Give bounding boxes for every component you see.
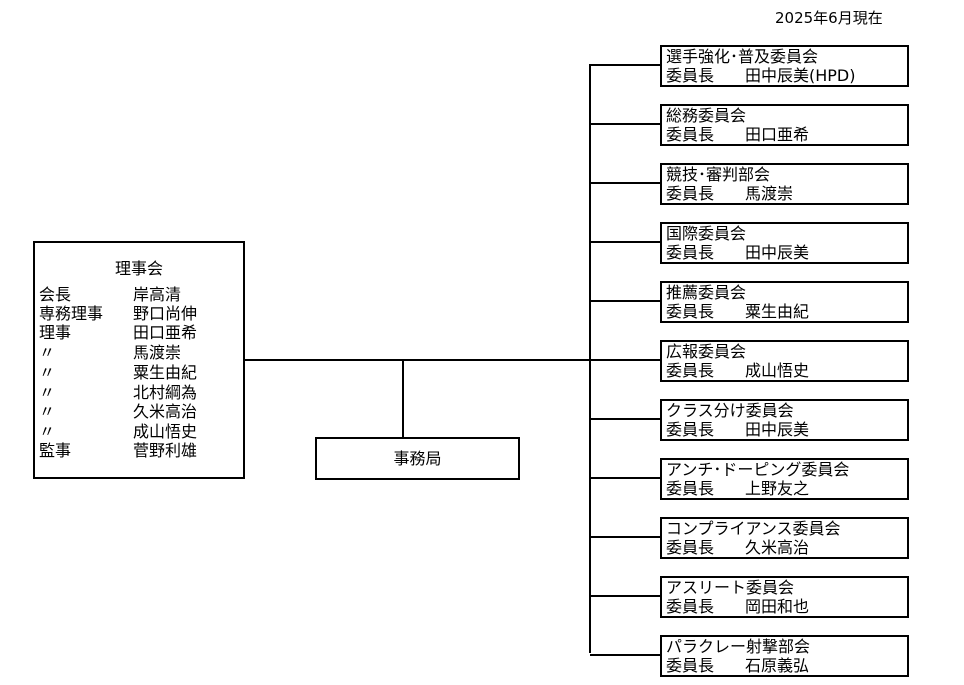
member-role: 〃 (39, 422, 56, 441)
committee-box: アンチ･ドーピング委員会 委員長 上野友之 (660, 458, 909, 500)
committee-name: コンプライアンス委員会 (666, 519, 841, 538)
member-name: 粟生由紀 (133, 363, 198, 382)
committee-box: パラクレー射撃部会 委員長 石原義弘 (660, 635, 909, 677)
member-name: 岸高清 (133, 285, 182, 304)
chair-label: 委員長 (666, 656, 715, 675)
chair-label: 委員長 (666, 125, 715, 144)
committee-name: アンチ･ドーピング委員会 (666, 460, 850, 479)
chair-label: 委員長 (666, 479, 715, 498)
board-title: 理事会 (114, 259, 163, 278)
member-name: 野口尚伸 (133, 304, 198, 323)
chair-name: 田中辰美(HPD) (745, 66, 856, 85)
committee-name: アスリート委員会 (666, 578, 795, 597)
chair-name: 成山悟史 (745, 361, 810, 380)
member-role: 〃 (39, 383, 56, 402)
committee-box: 競技･審判部会 委員長 馬渡崇 (660, 163, 909, 205)
committee-box: クラス分け委員会 委員長 田中辰美 (660, 399, 909, 441)
chair-name: 粟生由紀 (745, 302, 810, 321)
committee-box: コンプライアンス委員会 委員長 久米高治 (660, 517, 909, 559)
chair-label: 委員長 (666, 184, 715, 203)
chair-name: 岡田和也 (745, 597, 810, 616)
member-name: 久米高治 (133, 402, 198, 421)
chair-label: 委員長 (666, 597, 715, 616)
committee-name: 広報委員会 (666, 342, 747, 361)
member-role: 〃 (39, 363, 56, 382)
chair-label: 委員長 (666, 538, 715, 557)
committee-name: 競技･審判部会 (666, 165, 771, 184)
chair-label: 委員長 (666, 361, 715, 380)
member-role: 理事 (39, 323, 72, 342)
secretariat-box: 事務局 (315, 437, 520, 480)
committee-box: 総務委員会 委員長 田口亜希 (660, 104, 909, 146)
committee-box: 広報委員会 委員長 成山悟史 (660, 340, 909, 382)
committee-box: 選手強化･普及委員会 委員長 田中辰美(HPD) (660, 45, 909, 87)
as-of-date: 2025年6月現在 (775, 9, 883, 27)
committee-box: 推薦委員会 委員長 粟生由紀 (660, 281, 909, 323)
member-name: 田口亜希 (133, 323, 198, 342)
committee-box: 国際委員会 委員長 田中辰美 (660, 222, 909, 264)
chair-name: 上野友之 (745, 479, 810, 498)
member-role: 会長 (39, 285, 72, 304)
chair-label: 委員長 (666, 243, 715, 262)
chair-name: 馬渡崇 (745, 184, 794, 203)
committee-name: 総務委員会 (666, 106, 747, 125)
chair-name: 田中辰美 (745, 420, 810, 439)
chair-name: 田口亜希 (745, 125, 810, 144)
chair-name: 石原義弘 (745, 656, 810, 675)
chair-name: 久米高治 (745, 538, 810, 557)
member-name: 菅野利雄 (133, 441, 198, 460)
committee-name: パラクレー射撃部会 (666, 637, 811, 656)
committee-name: 推薦委員会 (666, 283, 747, 302)
chair-label: 委員長 (666, 302, 715, 321)
chair-label: 委員長 (666, 66, 715, 85)
committee-box: アスリート委員会 委員長 岡田和也 (660, 576, 909, 618)
member-role: 〃 (39, 402, 56, 421)
member-name: 成山悟史 (133, 422, 198, 441)
member-role: 専務理事 (39, 304, 104, 323)
committee-name: 選手強化･普及委員会 (666, 47, 819, 66)
chair-name: 田中辰美 (745, 243, 810, 262)
board-of-directors-box: 理事会 会長 岸高清 専務理事 野口尚伸 理事 田口亜希 〃 馬渡崇 〃 粟生由… (33, 241, 245, 479)
committee-name: 国際委員会 (666, 224, 747, 243)
member-name: 北村綱為 (133, 383, 198, 402)
committee-name: クラス分け委員会 (666, 401, 794, 420)
member-role: 〃 (39, 343, 56, 362)
chair-label: 委員長 (666, 420, 715, 439)
member-name: 馬渡崇 (133, 343, 182, 362)
member-role: 監事 (39, 441, 72, 460)
